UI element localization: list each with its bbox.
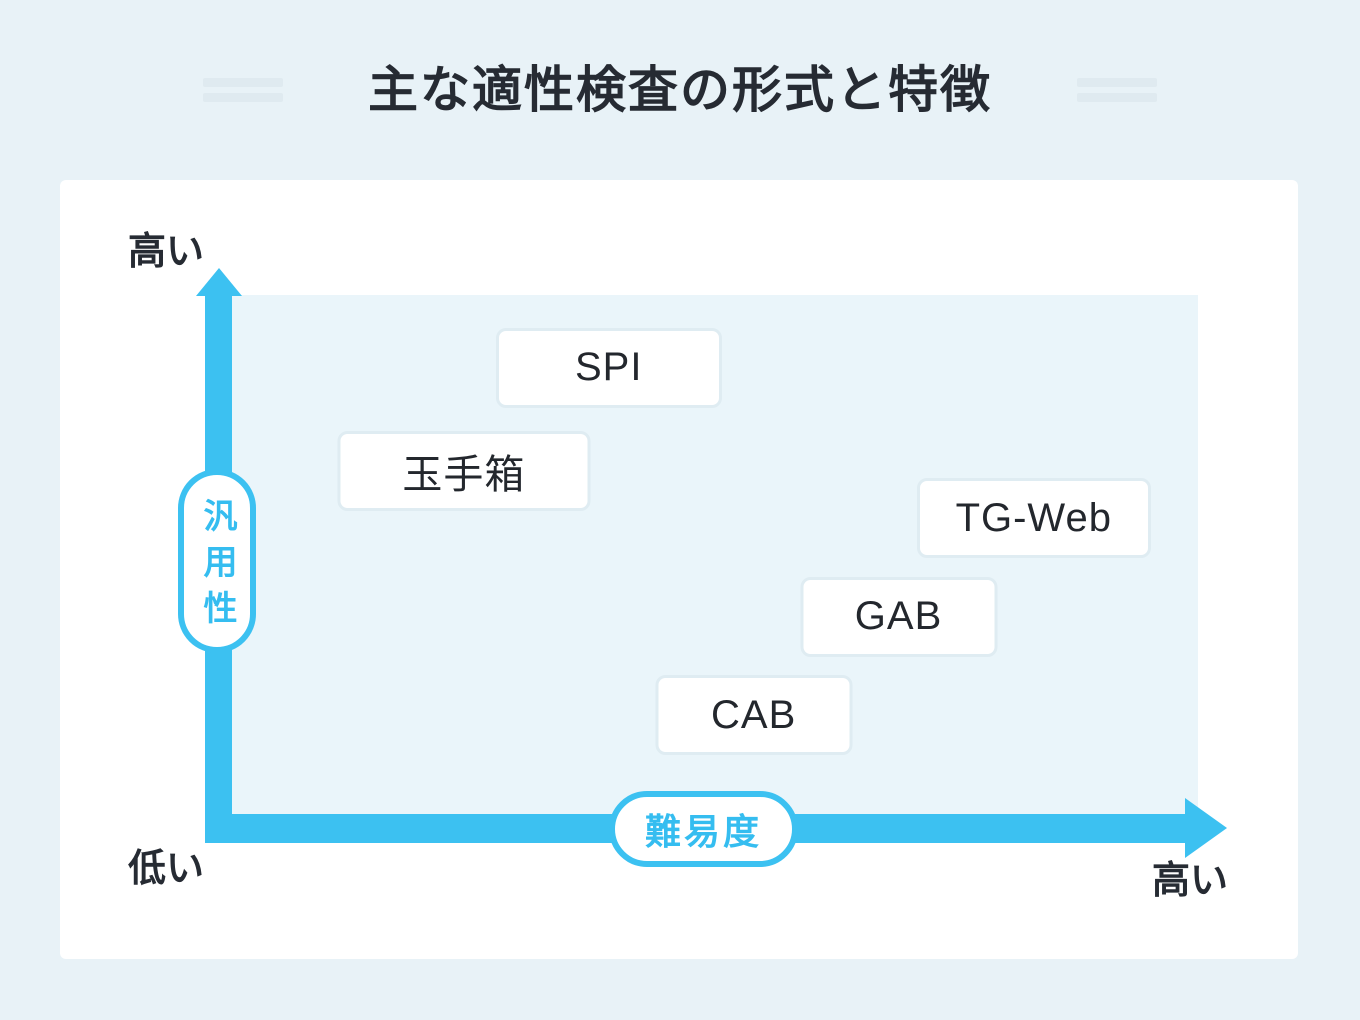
y-axis-up-arrow-icon [196, 268, 242, 296]
chart-card: 高い 低い 高い 汎用性 難易度 SPI 玉手箱 TG-Web GAB CAB [60, 180, 1298, 959]
point-label: CAB [711, 692, 797, 737]
origin-min-label: 低い [128, 848, 205, 890]
point-gab: GAB [800, 576, 998, 657]
header-mark-right-icon [1077, 78, 1157, 102]
decorative-bar [1077, 78, 1157, 87]
point-spi: SPI [495, 327, 722, 408]
y-axis-name: 汎用性 [198, 498, 236, 636]
decorative-bar [1077, 93, 1157, 102]
point-cab: CAB [655, 675, 853, 756]
y-axis-max-label: 高い [128, 231, 205, 273]
point-tg-web: TG-Web [916, 478, 1151, 559]
header: 主な適性検査の形式と特徴 [0, 0, 1360, 180]
point-label: 玉手箱 [402, 453, 526, 498]
page-title: 主な適性検査の形式と特徴 [368, 62, 992, 118]
y-axis-name-pill: 汎用性 [178, 469, 256, 653]
decorative-bar [203, 78, 283, 87]
x-axis-name: 難易度 [644, 811, 762, 852]
point-label: SPI [574, 345, 643, 390]
header-mark-left-icon [203, 78, 283, 102]
point-label: GAB [854, 594, 943, 639]
x-axis-right-arrow-icon [1185, 798, 1227, 858]
x-axis-name-pill: 難易度 [609, 791, 798, 867]
x-axis-max-label: 高い [1152, 860, 1229, 902]
point-label: TG-Web [955, 495, 1112, 540]
decorative-bar [203, 93, 283, 102]
point-tamatebako: 玉手箱 [337, 431, 591, 512]
